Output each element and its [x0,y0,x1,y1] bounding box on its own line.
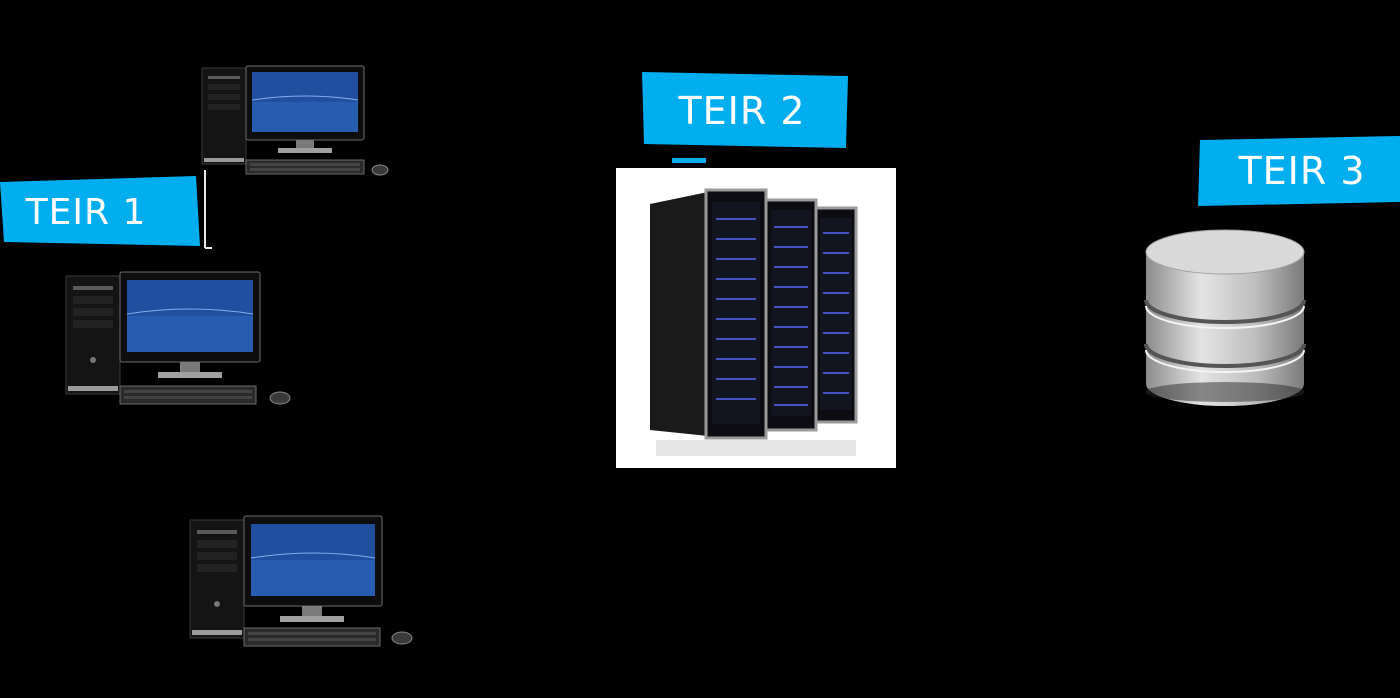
tier-3-text: TEIR 3 [1237,149,1365,193]
connector-tick [672,158,706,163]
tier-2-text: TEIR 2 [677,89,805,133]
tier-2-label: TEIR 2 [642,72,848,148]
rack-cabinet [814,206,858,424]
connector-line [204,170,212,249]
database-cylinder-icon [1144,229,1306,406]
tier-1-text: TEIR 1 [25,192,147,233]
tier-1-label: TEIR 1 [0,176,200,246]
desktop-computer-icon [201,65,389,176]
rack-cabinet [764,198,818,432]
desktop-computer-icon [189,515,413,647]
server-rack-icon [616,168,896,468]
rack-cabinet [704,188,768,440]
tier-3-label: TEIR 3 [1198,136,1400,206]
desktop-computer-icon [65,271,291,405]
